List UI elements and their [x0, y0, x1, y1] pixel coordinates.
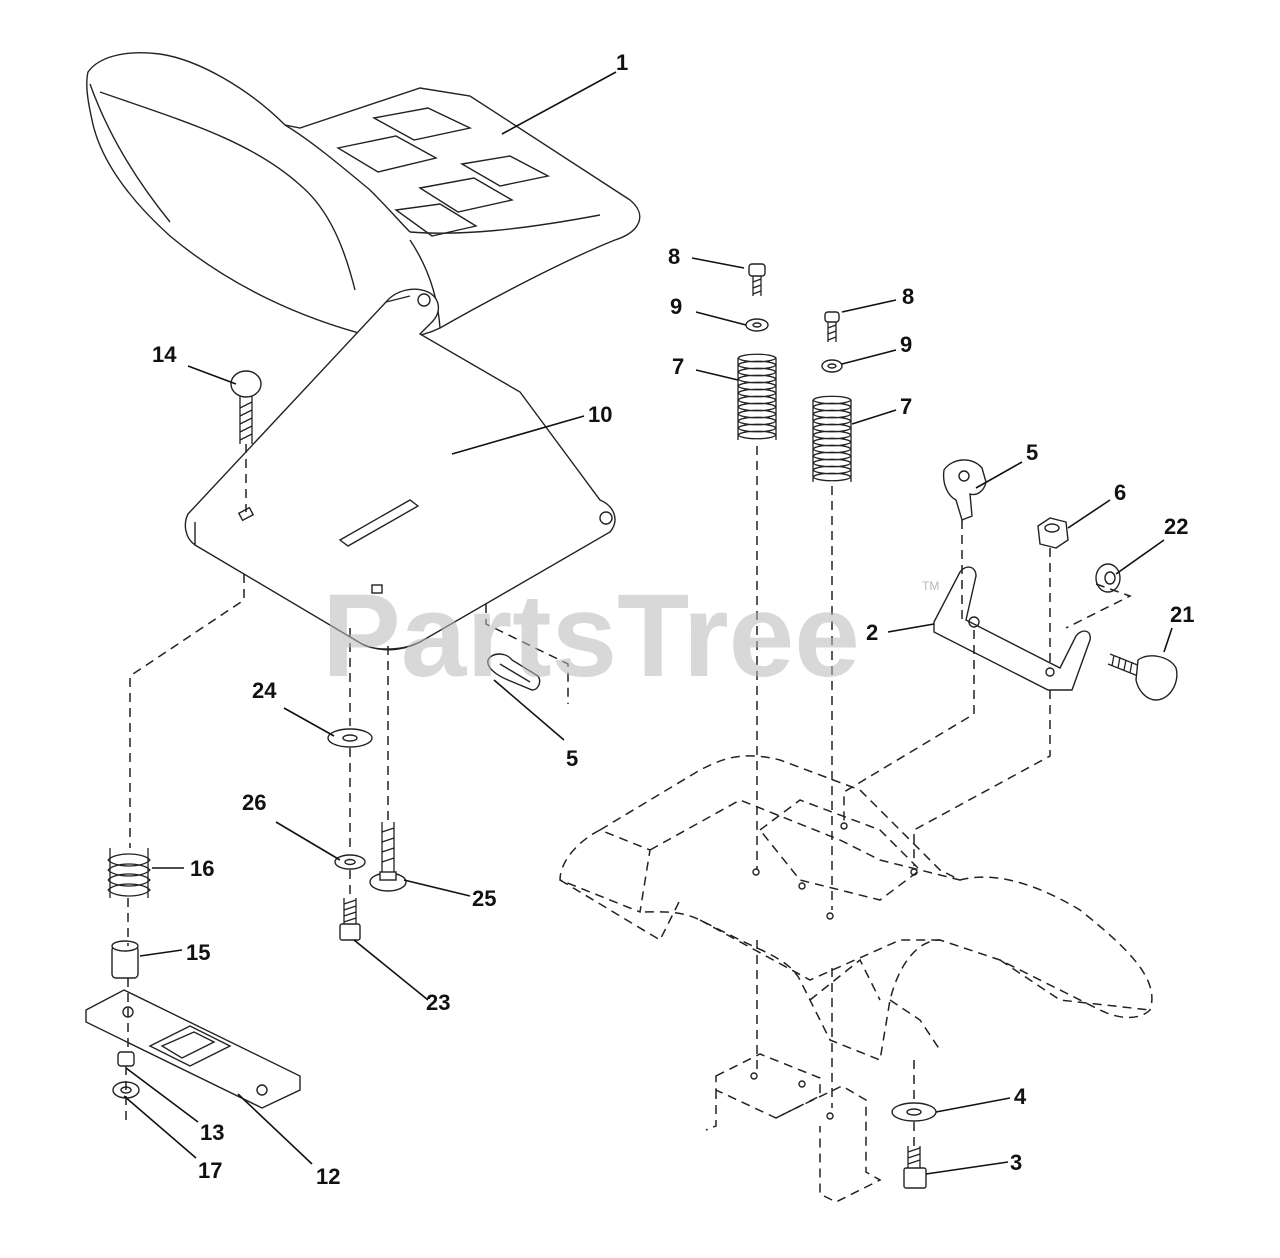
washer-4-part [891, 1102, 937, 1122]
partstree-watermark: PartsTree [322, 570, 860, 702]
seat-pan-part [184, 288, 616, 651]
spring-7-left-part [737, 353, 777, 440]
callout-25: 25 [472, 886, 496, 911]
callout-4: 4 [1014, 1084, 1027, 1109]
nut-22-part [1095, 563, 1121, 593]
callout-21: 21 [1170, 602, 1194, 627]
screw-8-right-part [824, 311, 840, 342]
callout-5-right: 5 [1026, 440, 1038, 465]
callout-24: 24 [252, 678, 277, 703]
washer-9-left-part [745, 318, 769, 332]
nut-13-part [117, 1051, 135, 1067]
callout-2: 2 [866, 620, 878, 645]
spring-16-part [107, 848, 151, 898]
hex-nut-6-part [1037, 517, 1069, 549]
bracket-2-part [933, 566, 1091, 691]
callout-9-right: 9 [900, 332, 912, 357]
spring-7-right-part [812, 395, 852, 482]
leader-lines [123, 71, 1173, 1175]
seat-mount-bracket-part [85, 989, 301, 1109]
callout-9-left: 9 [670, 294, 682, 319]
callout-14: 14 [152, 342, 177, 367]
knob-bolt-21-part [1107, 653, 1178, 701]
callout-22: 22 [1164, 514, 1188, 539]
bolt-3-part [903, 1146, 927, 1189]
watermark-trademark: TM [922, 579, 939, 593]
callout-3: 3 [1010, 1150, 1022, 1175]
callout-5-left: 5 [566, 746, 578, 771]
callout-6: 6 [1114, 480, 1126, 505]
seat-part [86, 52, 641, 339]
lower-mount-outline [705, 1053, 882, 1203]
shoulder-bolt-25-part [369, 822, 407, 892]
alignment-lines [125, 444, 1132, 1146]
callout-8-right: 8 [902, 284, 914, 309]
washer-9-right-part [821, 359, 843, 373]
callout-1: 1 [616, 50, 628, 75]
clip-5-left-part [487, 653, 541, 691]
spacer-15-part [111, 940, 139, 979]
callout-7-right: 7 [900, 394, 912, 419]
fender-chassis-outline [559, 755, 1153, 1062]
lockwasher-26-part [334, 854, 366, 870]
callout-13: 13 [200, 1120, 224, 1145]
callout-12: 12 [316, 1164, 340, 1189]
callout-labels: 1 14 10 24 26 25 23 5 16 15 13 17 12 8 9… [152, 50, 1194, 1189]
callout-8-left: 8 [668, 244, 680, 269]
bolt-23-part [339, 898, 361, 941]
callout-7-left: 7 [672, 354, 684, 379]
callout-15: 15 [186, 940, 210, 965]
carriage-bolt-part [230, 370, 262, 444]
washer-24-part [327, 728, 373, 748]
callout-17: 17 [198, 1158, 222, 1183]
clip-5-right-part [942, 459, 987, 521]
callout-23: 23 [426, 990, 450, 1015]
callout-26: 26 [242, 790, 266, 815]
callout-10: 10 [588, 402, 612, 427]
screw-8-left-part [748, 263, 766, 296]
callout-16: 16 [190, 856, 214, 881]
